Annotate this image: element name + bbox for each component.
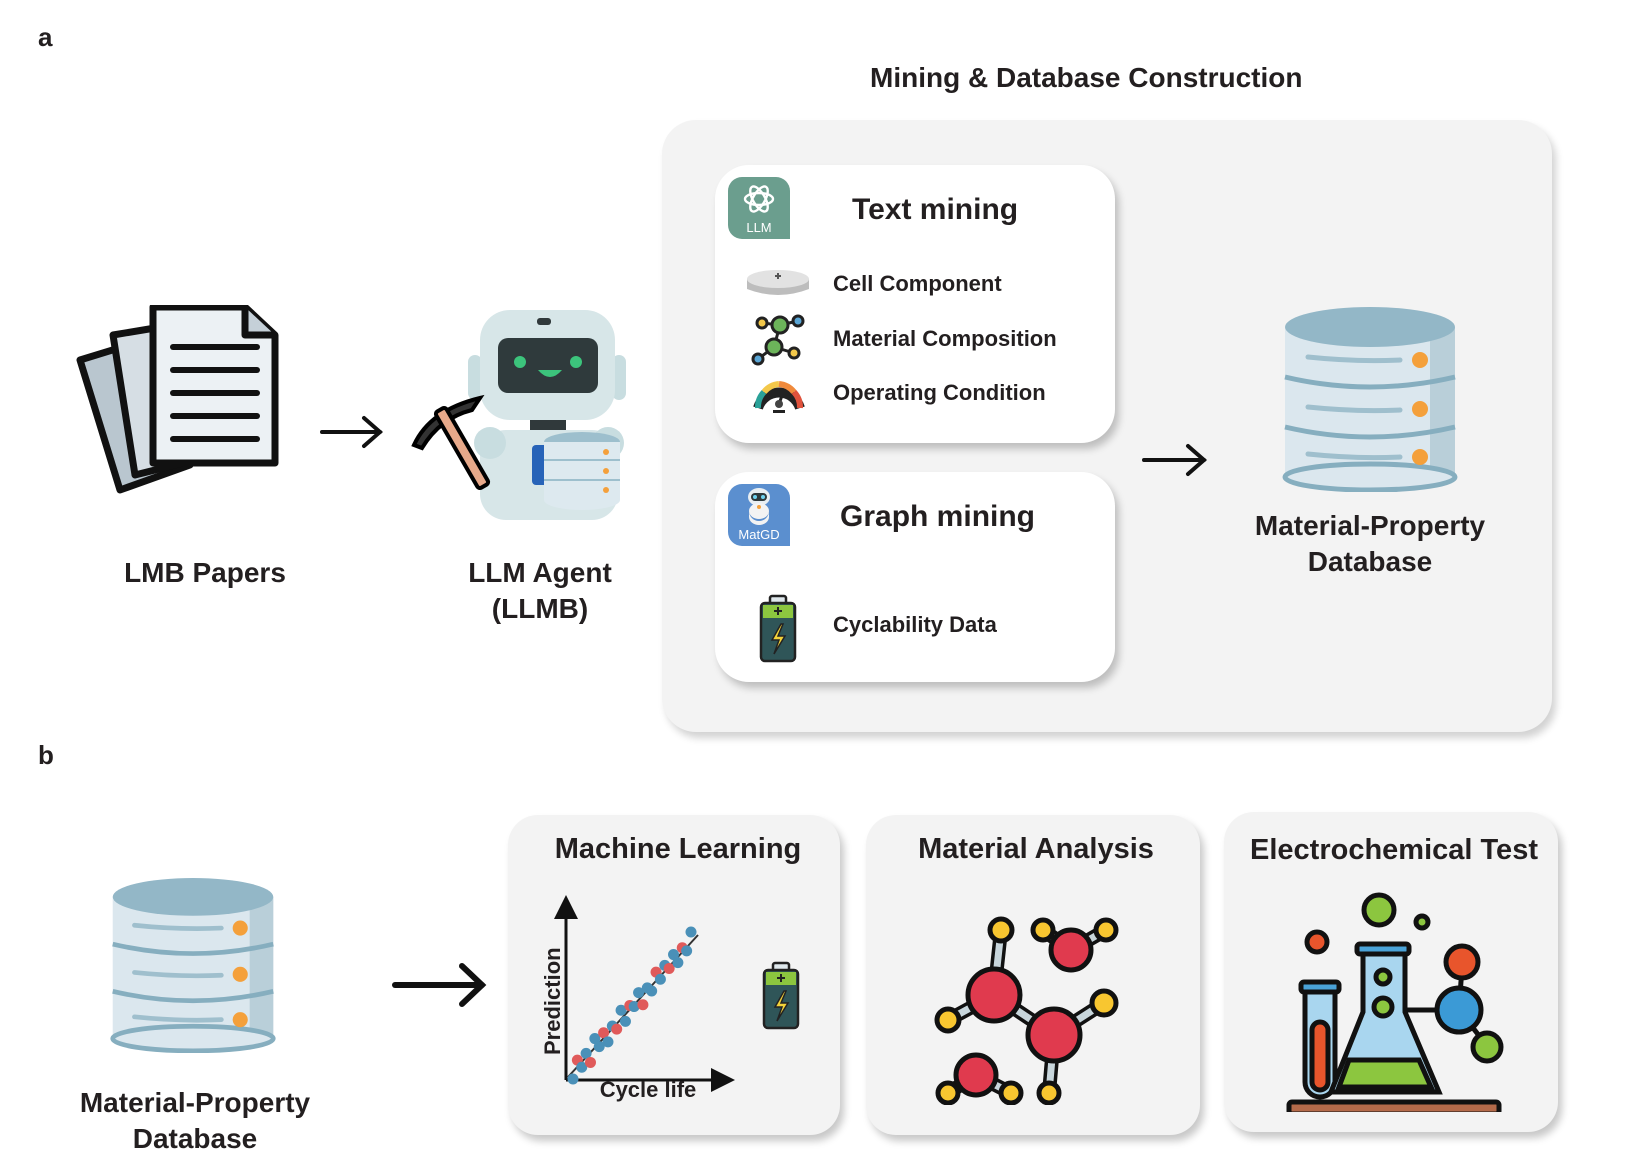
scatter-point xyxy=(567,1073,579,1085)
database-icon xyxy=(108,873,278,1053)
scatter-point xyxy=(637,999,649,1011)
scatter-point xyxy=(672,957,684,969)
graph-mining-item: Cyclability Data xyxy=(833,612,997,637)
robot-mascot-icon xyxy=(748,488,770,525)
robot-agent-icon xyxy=(400,300,630,530)
scatter-point xyxy=(611,1023,623,1035)
agent-label: LLM Agent (LLMB) xyxy=(440,555,640,627)
arrow-icon xyxy=(318,412,388,452)
llm-badge-text: LLM xyxy=(746,220,772,235)
electrochemical-test-card: Electrochemical Test xyxy=(1224,812,1558,1132)
scatter-point xyxy=(663,962,675,974)
scatter-point xyxy=(584,1056,596,1068)
arrow-icon xyxy=(1140,440,1212,480)
machine-learning-title: Machine Learning xyxy=(554,833,802,865)
papers-label: LMB Papers xyxy=(124,557,286,588)
scatter-point xyxy=(681,945,693,957)
matgd-badge: MatGD xyxy=(728,484,790,546)
lab-equipment-icon xyxy=(1286,892,1504,1112)
scatter-point xyxy=(615,1004,627,1016)
scatter-point xyxy=(668,949,680,961)
openai-logo-icon xyxy=(743,185,775,213)
prediction-scatter-plot xyxy=(554,895,735,1092)
llm-badge: LLM xyxy=(728,177,790,239)
database-label-b: Material-Property Database xyxy=(55,1085,335,1157)
scatter-point xyxy=(602,1036,614,1048)
matgd-badge-text: MatGD xyxy=(738,527,780,542)
molecule-structure-icon xyxy=(934,916,1119,1105)
arrow-icon xyxy=(390,960,490,1010)
scatter-point xyxy=(576,1061,588,1073)
battery-icon xyxy=(761,960,801,1032)
scatter-point xyxy=(654,973,666,985)
graph-mining-title: Graph mining xyxy=(840,500,1035,533)
gauge-icon xyxy=(752,370,806,414)
scatter-point xyxy=(685,926,697,938)
scatter-point xyxy=(598,1027,610,1039)
database-label: Material-Property Database xyxy=(1230,508,1510,580)
panel-b-label: b xyxy=(38,740,54,770)
x-axis-label: Cycle life xyxy=(599,1077,697,1102)
text-mining-item: Cell Component xyxy=(833,271,1002,296)
scatter-point xyxy=(619,1015,631,1027)
database-label-line1: Material-Property xyxy=(1254,510,1486,541)
coin-cell-icon xyxy=(745,267,811,301)
scatter-point xyxy=(593,1041,605,1053)
scatter-point xyxy=(628,1001,640,1013)
section-title: Mining & Database Construction xyxy=(870,62,1303,93)
graph-mining-card: MatGD Graph mining Cyclability Data xyxy=(715,472,1115,682)
panel-a-label: a xyxy=(38,22,53,52)
scatter-point xyxy=(633,987,645,999)
material-analysis-card: Material Analysis xyxy=(866,815,1200,1135)
database-label-line1: Material-Property xyxy=(79,1087,311,1118)
scatter-point xyxy=(646,985,658,997)
text-mining-title: Text mining xyxy=(852,193,1019,226)
molecule-icon xyxy=(750,313,806,367)
text-mining-item: Operating Condition xyxy=(833,380,1046,405)
database-icon xyxy=(1280,302,1460,492)
battery-icon xyxy=(758,594,798,664)
y-axis-label: Prediction xyxy=(540,947,565,1055)
database-label-line2: Database xyxy=(132,1123,258,1154)
machine-learning-card: Machine Learning Prediction Cycle life xyxy=(508,815,840,1135)
material-analysis-title: Material Analysis xyxy=(918,833,1154,865)
agent-label-line1: LLM Agent xyxy=(468,557,612,588)
agent-label-line2: (LLMB) xyxy=(491,593,589,624)
database-label-line2: Database xyxy=(1307,546,1433,577)
scatter-point xyxy=(589,1033,601,1045)
scatter-point xyxy=(580,1047,592,1059)
electrochemical-test-title: Electrochemical Test xyxy=(1250,834,1538,866)
text-mining-item: Material Composition xyxy=(833,326,1057,351)
papers-icon xyxy=(75,305,295,505)
text-mining-card: LLM Text mining Cell Component Material … xyxy=(715,165,1115,443)
